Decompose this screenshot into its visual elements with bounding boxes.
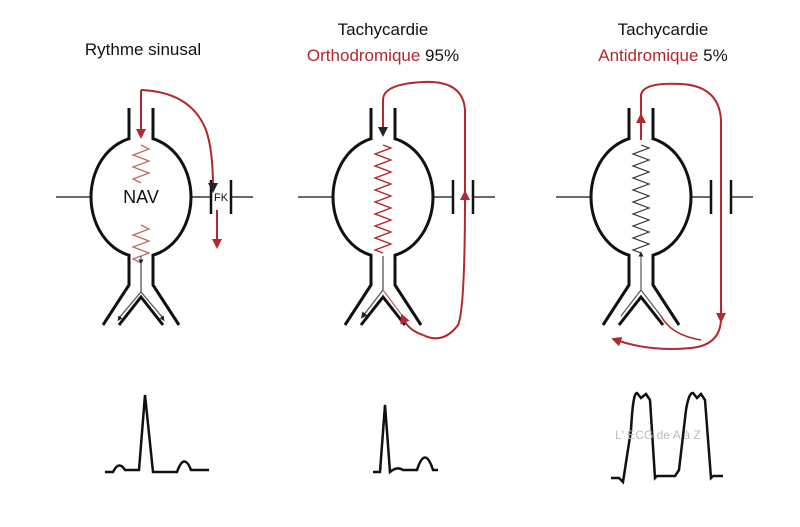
title-text: Rythme sinusal (84, 40, 202, 59)
node-label-nav: NAV (123, 187, 159, 207)
ecg-sinus (105, 394, 209, 474)
panel-2-title: Tachycardie Orthodromique 95% (263, 17, 503, 69)
subtitle-percent: 95% (425, 46, 460, 65)
subtitle-percent: 5% (703, 46, 728, 65)
watermark: L' ECG de A à Z (615, 428, 701, 442)
panel-1-sinus-rhythm: NAV FK (54, 89, 255, 474)
pathway-label-fk: FK (214, 192, 229, 204)
panel-3-antidromic (554, 82, 755, 485)
panel-1-title: Rythme sinusal (23, 37, 263, 63)
ecg-orthodromic (373, 404, 438, 475)
subtitle-type: Antidromique (598, 46, 699, 65)
title-text: Tachycardie (617, 20, 709, 39)
title-text: Tachycardie (337, 20, 429, 39)
panel-2-orthodromic (296, 80, 497, 475)
subtitle-type: Orthodromique (306, 46, 421, 65)
ecg-antidromic (611, 391, 723, 485)
panel-3-title: Tachycardie Antidromique 5% (543, 17, 783, 69)
